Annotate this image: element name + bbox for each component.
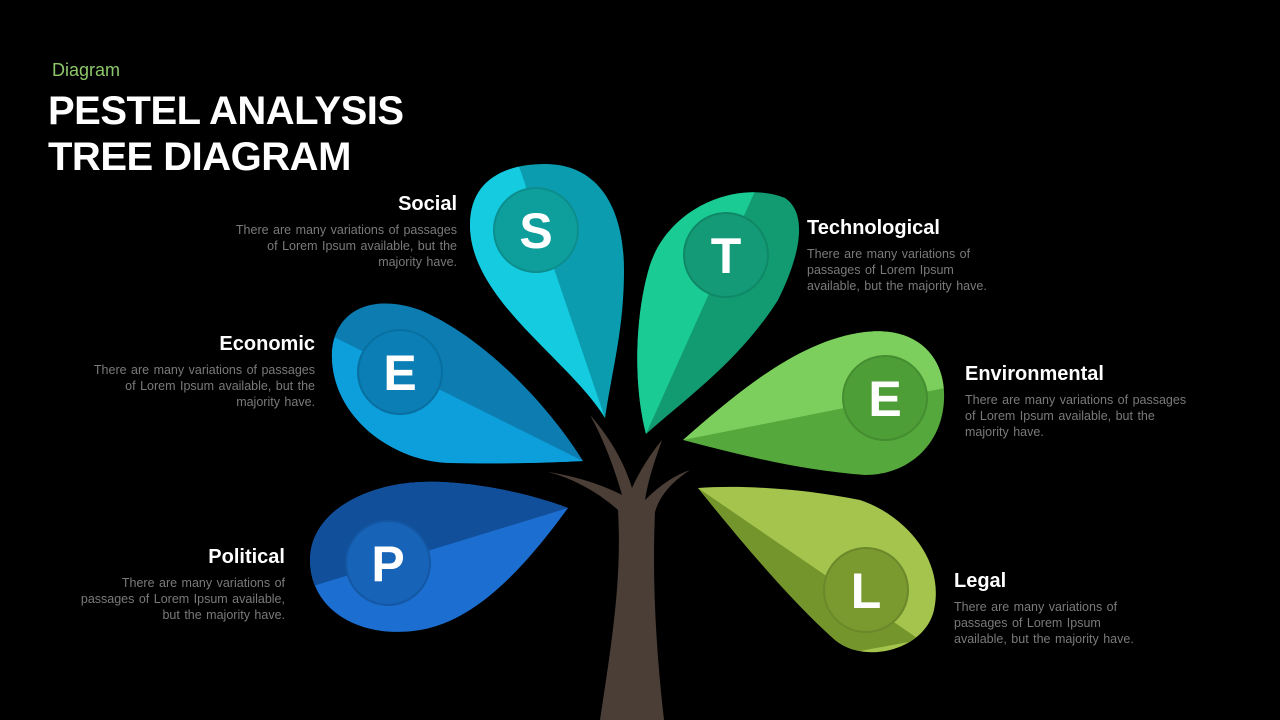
technological-letter: T xyxy=(711,228,742,284)
legal-heading: Legal xyxy=(954,570,1204,593)
environmental-description: There are many variations of passages of… xyxy=(965,392,1225,440)
political-block: Political There are many variations of p… xyxy=(45,546,285,623)
environmental-letter: E xyxy=(868,371,901,427)
social-letter: S xyxy=(519,203,552,259)
social-description: There are many variations of passages of… xyxy=(215,222,457,270)
economic-letter: E xyxy=(383,345,416,401)
legal-desc-line-2: passages of Lorem Ipsum xyxy=(954,615,1204,631)
legal-desc-line-1: There are many variations of xyxy=(954,599,1204,615)
legal-description: There are many variations of passages of… xyxy=(954,599,1204,647)
legal-desc-line-3: available, but the majority have. xyxy=(954,631,1204,647)
social-desc-line-1: There are many variations of passages xyxy=(215,222,457,238)
political-letter: P xyxy=(371,536,404,592)
economic-block: Economic There are many variations of pa… xyxy=(73,333,315,410)
technological-block: Technological There are many variations … xyxy=(807,217,1047,294)
legal-petal: L xyxy=(680,480,936,680)
political-desc-line-1: There are many variations of xyxy=(45,575,285,591)
technological-description: There are many variations of passages of… xyxy=(807,246,1047,294)
political-petal: P xyxy=(300,470,580,632)
political-desc-line-2: passages of Lorem Ipsum available, xyxy=(45,591,285,607)
technological-heading: Technological xyxy=(807,217,1047,240)
environmental-heading: Environmental xyxy=(965,363,1225,386)
economic-desc-line-2: of Lorem Ipsum available, but the xyxy=(73,378,315,394)
environmental-desc-line-3: majority have. xyxy=(965,424,1225,440)
technological-desc-line-3: available, but the majority have. xyxy=(807,278,1047,294)
political-heading: Political xyxy=(45,546,285,569)
economic-description: There are many variations of passages of… xyxy=(73,362,315,410)
economic-desc-line-1: There are many variations of passages xyxy=(73,362,315,378)
economic-heading: Economic xyxy=(73,333,315,356)
legal-letter: L xyxy=(851,563,882,619)
technological-desc-line-2: passages of Lorem Ipsum xyxy=(807,262,1047,278)
political-desc-line-3: but the majority have. xyxy=(45,607,285,623)
environmental-desc-line-1: There are many variations of passages xyxy=(965,392,1225,408)
environmental-block: Environmental There are many variations … xyxy=(965,363,1225,440)
technological-desc-line-1: There are many variations of xyxy=(807,246,1047,262)
social-desc-line-3: majority have. xyxy=(215,254,457,270)
legal-block: Legal There are many variations of passa… xyxy=(954,570,1204,647)
economic-desc-line-3: majority have. xyxy=(73,394,315,410)
social-heading: Social xyxy=(215,193,457,216)
social-block: Social There are many variations of pass… xyxy=(215,193,457,270)
political-description: There are many variations of passages of… xyxy=(45,575,285,623)
environmental-desc-line-2: of Lorem Ipsum available, but the xyxy=(965,408,1225,424)
social-desc-line-2: of Lorem Ipsum available, but the xyxy=(215,238,457,254)
